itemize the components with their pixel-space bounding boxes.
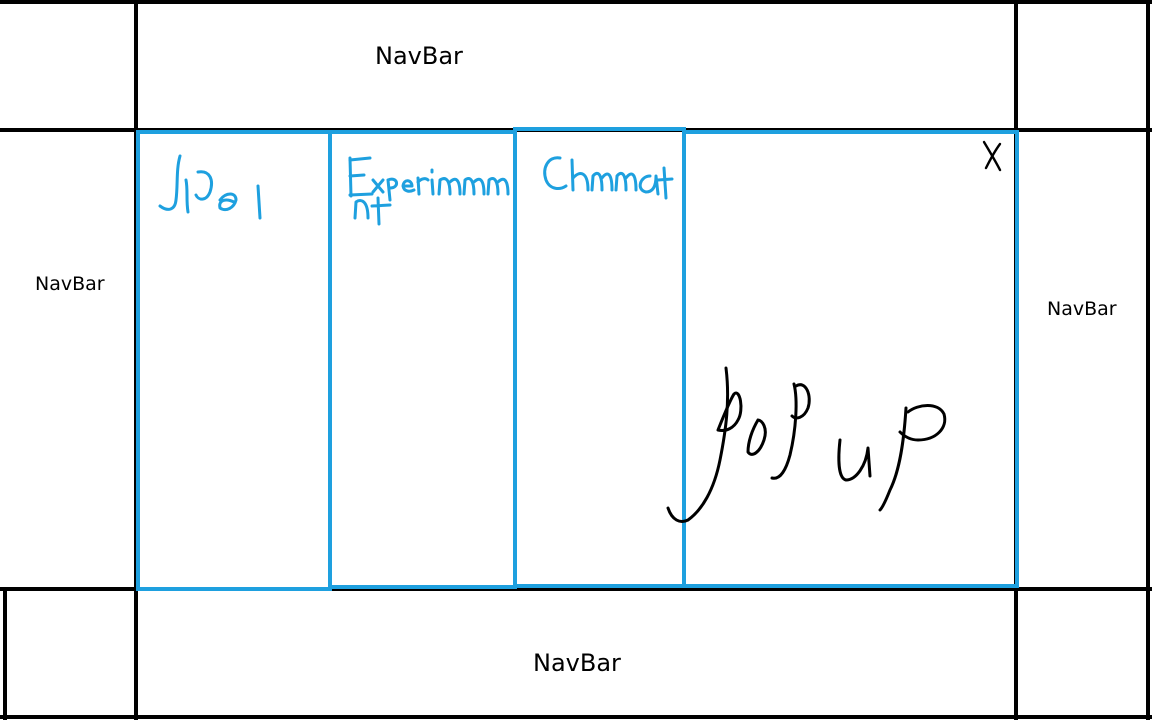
navbar-left[interactable]: NavBar — [35, 273, 105, 295]
grid-line-outer-left-bottom — [3, 588, 7, 720]
panel-chat[interactable]: Chat — [513, 127, 686, 588]
popup-close-icon[interactable]: X — [980, 138, 1004, 174]
navbar-bottom[interactable]: NavBar — [533, 649, 621, 677]
panel-spel-label: Spel — [140, 134, 141, 135]
popup-close-label: X — [980, 138, 991, 142]
popup-panel[interactable]: popup — [682, 130, 1019, 588]
panel-spel[interactable]: Spel — [136, 130, 332, 591]
panel-experiment-label: Experiment — [332, 134, 333, 135]
grid-line-footer-top — [0, 587, 1152, 591]
navbar-right[interactable]: NavBar — [1047, 298, 1117, 320]
panel-chat-label: Chat — [517, 131, 518, 132]
grid-line-top — [0, 0, 1152, 4]
grid-line-outer-right — [1146, 0, 1150, 720]
navbar-top[interactable]: NavBar — [375, 42, 463, 70]
grid-line-bottom — [0, 715, 1152, 719]
panel-experiment[interactable]: Experiment — [328, 130, 517, 589]
popup-label: popup — [686, 134, 687, 135]
